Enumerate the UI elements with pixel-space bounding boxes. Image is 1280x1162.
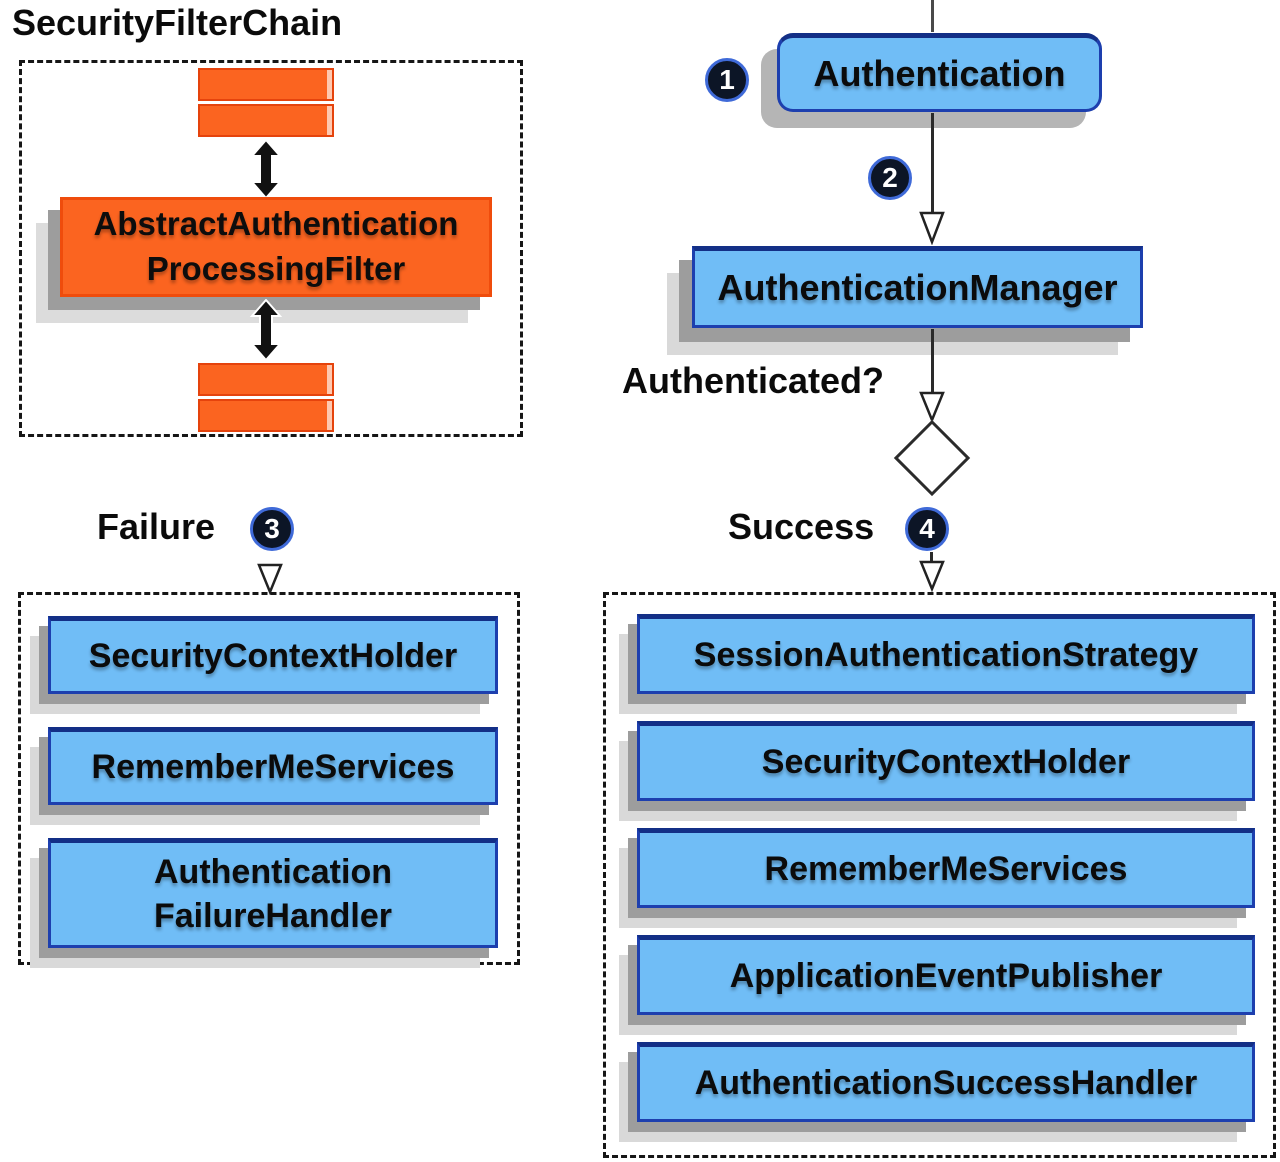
arrowhead-icon-to-manager (917, 211, 947, 245)
filter-chain-upper-filter-2 (198, 104, 334, 137)
decision-diamond (893, 419, 971, 497)
flow-line-authentication-to-manager (931, 113, 934, 213)
abstract-authentication-processing-filter-box: AbstractAuthentication ProcessingFilter (60, 197, 492, 297)
security-context-holder-failure-box: SecurityContextHolder (48, 616, 498, 694)
failure-branch-label: Failure (97, 506, 216, 547)
arrowhead-icon-to-decision (917, 391, 947, 423)
authentication-success-handler-box: AuthenticationSuccessHandler (637, 1042, 1255, 1122)
security-filter-chain-panel (19, 60, 523, 437)
security-context-holder-success-box: SecurityContextHolder (637, 721, 1255, 801)
filter-chain-lower-filter-1 (198, 363, 334, 396)
authentication-manager-box: AuthenticationManager (692, 246, 1143, 328)
security-filter-chain-title: SecurityFilterChain (12, 2, 343, 43)
double-arrow-icon-bottom (249, 299, 283, 361)
flow-line-manager-to-decision (931, 329, 934, 393)
incoming-flow-line (931, 0, 934, 32)
remember-me-services-failure-box: RememberMeServices (48, 727, 498, 805)
remember-me-services-success-box: RememberMeServices (637, 828, 1255, 908)
step-1-badge: 1 (705, 58, 749, 102)
step-4-badge: 4 (905, 507, 949, 551)
authenticated-question-label: Authenticated? (622, 360, 885, 401)
authentication-box: Authentication (777, 33, 1102, 112)
authentication-failure-handler-box: Authentication FailureHandler (48, 838, 498, 948)
arrowhead-icon-failure (255, 563, 285, 595)
flow-line-success-stub (930, 552, 933, 564)
step-2-badge: 2 (868, 156, 912, 200)
success-handlers-panel (603, 592, 1276, 1158)
session-authentication-strategy-box: SessionAuthenticationStrategy (637, 614, 1255, 694)
step-3-badge: 3 (250, 507, 294, 551)
filter-chain-lower-filter-2 (198, 399, 334, 432)
filter-chain-upper-filter-1 (198, 68, 334, 101)
arrowhead-icon-success (917, 560, 947, 592)
application-event-publisher-box: ApplicationEventPublisher (637, 935, 1255, 1015)
double-arrow-icon-top (249, 139, 283, 199)
success-branch-label: Success (728, 506, 875, 547)
failure-handlers-panel (18, 592, 520, 965)
